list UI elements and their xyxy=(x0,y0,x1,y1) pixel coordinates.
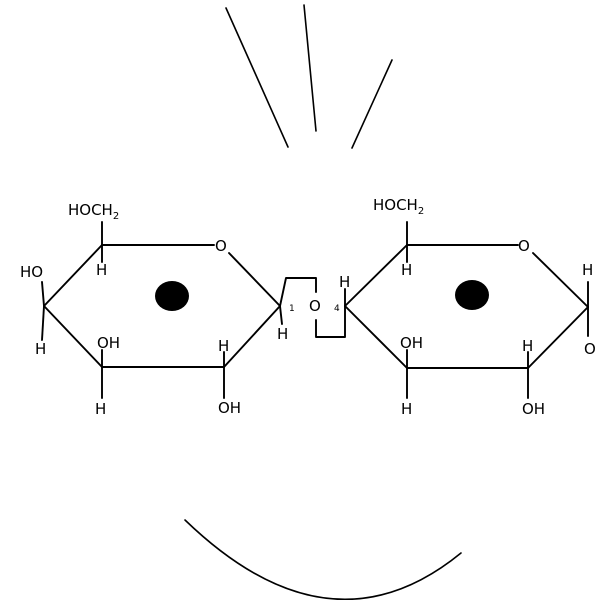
bond xyxy=(344,305,408,369)
left-c3-hydrogen: H xyxy=(95,400,106,418)
right-c2-hydrogen: H xyxy=(522,337,533,355)
left-c5-hydrogen: H xyxy=(96,261,107,279)
hair-strokes xyxy=(225,4,393,149)
glycosidic-linkage xyxy=(279,277,346,338)
right-c1-hydrogen: H xyxy=(582,261,593,279)
bond xyxy=(43,244,103,307)
right-glucose-ring xyxy=(344,221,589,399)
right-c1-oxygen: O xyxy=(584,340,596,358)
hair-stroke-left xyxy=(225,7,289,148)
bond xyxy=(315,305,346,338)
right-eye xyxy=(455,280,489,310)
bond xyxy=(41,305,45,341)
bond xyxy=(344,244,408,307)
left-glucose-ring xyxy=(41,221,283,399)
right-hoch2-label: HOCH2 xyxy=(373,196,424,217)
left-eye xyxy=(155,281,189,311)
bond xyxy=(228,252,281,307)
bridge-oxygen: O xyxy=(309,297,321,315)
bond xyxy=(43,305,103,368)
left-ring-oxygen: O xyxy=(215,237,227,255)
smile-curve xyxy=(184,519,462,600)
left-ho-label: HO xyxy=(20,263,43,281)
bond xyxy=(41,281,45,307)
left-c3-hydroxyl: OH xyxy=(97,334,120,352)
left-hoch2-label: HOCH2 xyxy=(68,201,119,222)
bond xyxy=(279,305,283,325)
bond xyxy=(532,252,589,308)
right-c4-number: 4 xyxy=(334,304,340,314)
right-c3-hydroxyl: OH xyxy=(400,334,423,352)
hair-stroke-middle xyxy=(303,4,317,132)
bond xyxy=(279,277,317,307)
right-c3-hydrogen: H xyxy=(401,400,412,418)
bond xyxy=(223,305,281,368)
right-c4-hydrogen: H xyxy=(339,273,350,291)
left-c2-hydroxyl: OH xyxy=(218,399,241,417)
left-c1-hydrogen: H xyxy=(277,325,288,343)
left-c2-hydrogen: H xyxy=(218,337,229,355)
left-c1-number: 1 xyxy=(289,304,295,314)
bond xyxy=(527,306,589,369)
right-c2-hydroxyl: OH xyxy=(522,400,545,418)
left-c4-hydrogen: H xyxy=(35,340,46,358)
right-c5-hydrogen: H xyxy=(401,261,412,279)
hair-stroke-right xyxy=(351,59,393,149)
right-ring-oxygen: O xyxy=(518,237,530,255)
